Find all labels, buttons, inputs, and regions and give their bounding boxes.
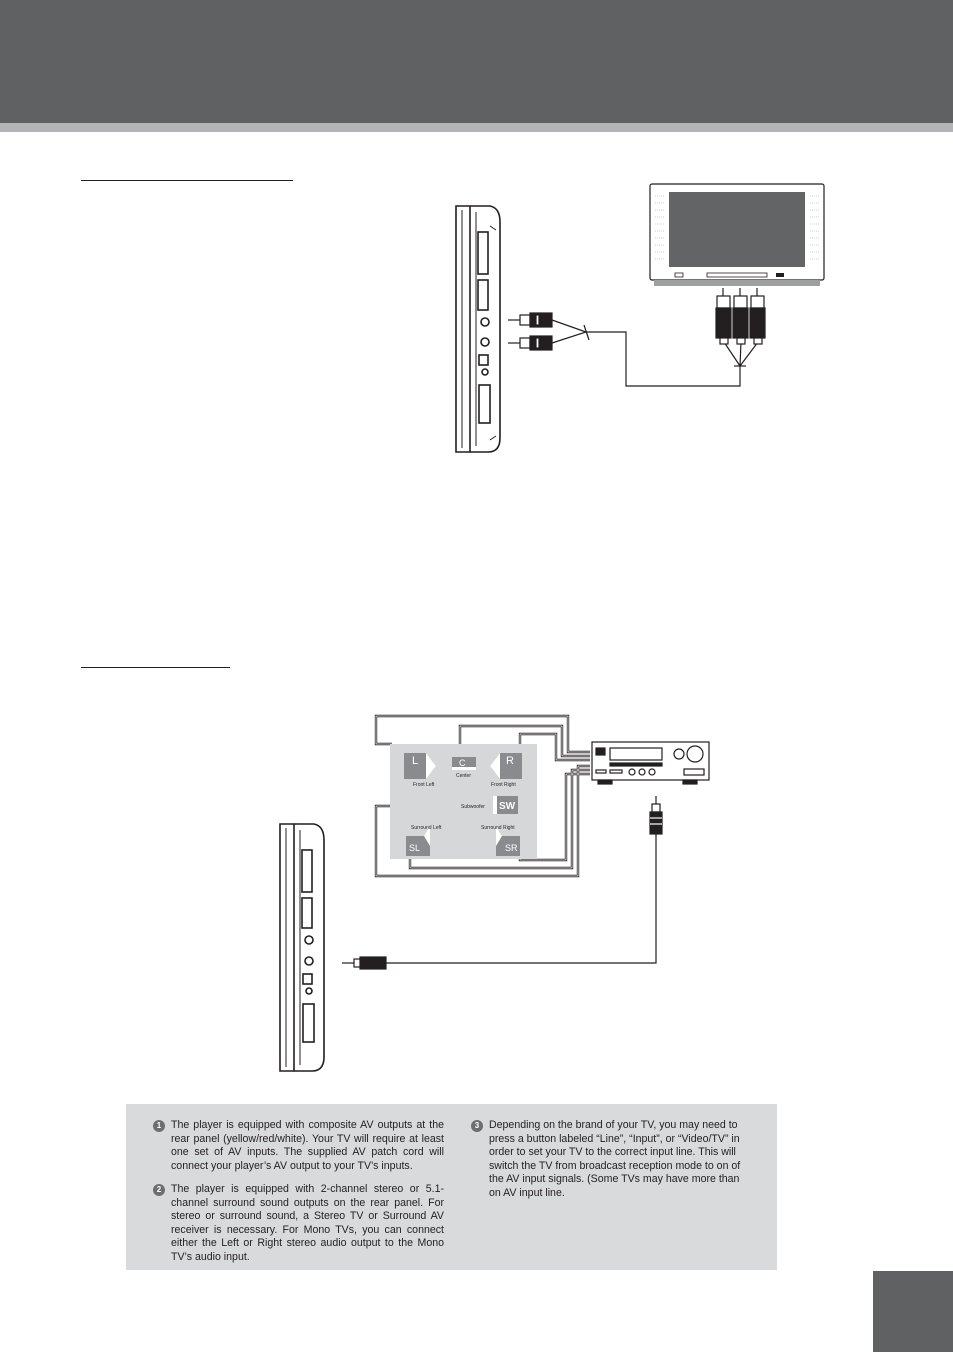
front-left-letter: L xyxy=(412,755,418,767)
av-cable xyxy=(551,319,759,387)
player-side-view-1 xyxy=(455,205,501,453)
section-rule-tv xyxy=(81,180,293,181)
note-text-2: The player is equipped with 2-channel st… xyxy=(171,1183,444,1263)
front-left-label: Front Left xyxy=(413,782,435,788)
note-3: 3 Depending on the brand of your TV, you… xyxy=(471,1119,751,1201)
speaker-center: C Center xyxy=(452,757,476,779)
front-right-letter: R xyxy=(506,755,514,767)
audio-connection-diagram: L Front Left C Center R Front Right SW S… xyxy=(279,714,710,1072)
surround-right-label: Surround Right xyxy=(481,825,515,831)
speaker-front-right: R Front Right xyxy=(490,753,522,788)
subwoofer-letter: SW xyxy=(499,801,516,812)
subwoofer-label: Subwoofer xyxy=(461,804,485,810)
tv-connection-diagram xyxy=(455,183,825,453)
header-stripe xyxy=(0,123,953,132)
note-1: 1 The player is equipped with composite … xyxy=(153,1119,444,1173)
section-rule-audio xyxy=(81,667,230,668)
note-number-2: 2 xyxy=(153,1184,165,1196)
player-side-view-2 xyxy=(279,823,325,1072)
digital-audio-cable xyxy=(342,796,663,970)
note-number-3: 3 xyxy=(471,1120,483,1132)
front-right-label: Front Right xyxy=(491,782,516,788)
note-text-1: The player is equipped with composite AV… xyxy=(171,1119,444,1172)
rca-plugs-tv xyxy=(715,288,766,345)
note-text-3: Depending on the brand of your TV, you m… xyxy=(489,1119,741,1199)
center-label: Center xyxy=(456,773,471,779)
speaker-subwoofer: SW Subwoofer xyxy=(461,796,518,814)
surround-left-label: Surround Left xyxy=(411,825,442,831)
speaker-surround-left: SL Surround Left xyxy=(406,825,442,856)
av-plugs-player xyxy=(508,312,553,351)
tv-illustration xyxy=(649,183,825,286)
av-receiver xyxy=(591,741,710,785)
surround-left-letter: SL xyxy=(409,843,420,853)
speaker-front-left: L Front Left xyxy=(404,753,436,788)
speaker-surround-right: SR Surround Right xyxy=(481,825,520,856)
header-bar xyxy=(0,0,953,123)
note-2: 2 The player is equipped with 2-channel … xyxy=(153,1183,444,1265)
note-number-1: 1 xyxy=(153,1120,165,1132)
notes-box xyxy=(126,1104,777,1270)
page-corner-tab xyxy=(873,1271,953,1352)
surround-right-letter: SR xyxy=(505,843,518,853)
center-letter: C xyxy=(459,758,466,768)
